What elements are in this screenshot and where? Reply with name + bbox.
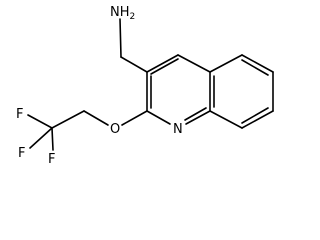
- molecule-drawing: NH2 N O F F F: [16, 5, 274, 167]
- bond-c3-c4: [146, 54, 179, 73]
- fluorine-label-1: F: [16, 107, 23, 122]
- ring-nitrogen-label: N: [173, 122, 183, 137]
- bond-n1-c2: [146, 110, 171, 125]
- bond-c7-c8-inner: [241, 107, 269, 124]
- fluorine-label-3: F: [48, 152, 55, 167]
- bond-c2-o: [121, 110, 148, 126]
- bond-ch2-cf3: [51, 110, 85, 129]
- bond-o-ch2: [83, 110, 109, 126]
- bond-c7-c8: [241, 110, 274, 129]
- amine-label: NH2: [110, 5, 135, 22]
- fluorine-label-2: F: [18, 146, 25, 161]
- bond-c-f1: [27, 114, 53, 129]
- bond-c8a-n1: [185, 110, 211, 125]
- ether-oxygen-label: O: [110, 122, 120, 137]
- bond-ch2-c3: [120, 56, 148, 73]
- bond-c-f3: [51, 127, 54, 151]
- bond-amine-ch2: [119, 18, 122, 58]
- bond-c8a-n1-inner: [184, 107, 207, 121]
- bond-c8-c8a: [209, 110, 243, 129]
- bond-c5-c6-inner: [241, 59, 269, 76]
- structure-canvas: NH2 N O F F F: [16, 5, 274, 167]
- bonds: [27, 18, 274, 151]
- bond-c3-c4-inner: [150, 58, 179, 75]
- bond-c4a-c5: [209, 54, 243, 73]
- bond-c-f2: [29, 127, 53, 149]
- bond-c4-c4a: [177, 54, 211, 73]
- atom-labels: NH2 N O F F F: [16, 5, 183, 167]
- bond-c5-c6: [241, 54, 274, 73]
